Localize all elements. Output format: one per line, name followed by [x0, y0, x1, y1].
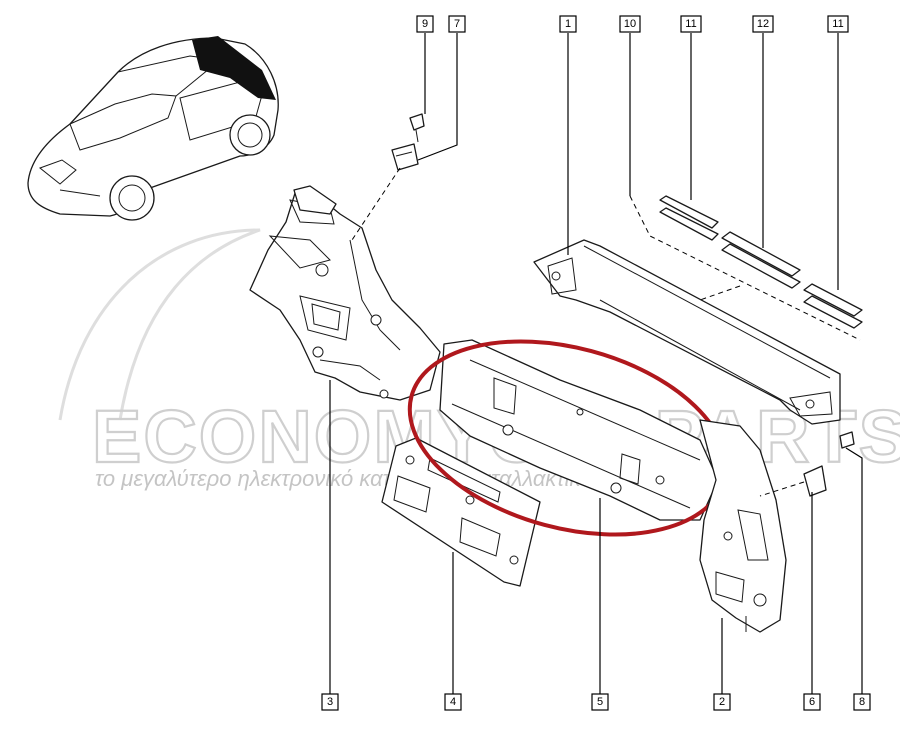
callout-11-left: 11: [680, 15, 702, 33]
strip-10: [659, 195, 719, 241]
leader-lines: [329, 33, 863, 694]
callout-5: 5: [591, 693, 609, 711]
callout-3-label: 3: [327, 696, 333, 708]
callout-4-label: 4: [450, 696, 456, 708]
dash-6: [759, 481, 805, 497]
callout-6-label: 6: [809, 696, 815, 708]
callout-1: 1: [559, 15, 577, 33]
bracket-7: [391, 143, 419, 171]
callout-9: 9: [416, 15, 434, 33]
callout-11-right-label: 11: [832, 18, 843, 30]
car-illustration: [27, 36, 279, 221]
callout-2: 2: [713, 693, 731, 711]
callout-10: 10: [619, 15, 641, 33]
dash-crossmember: [699, 285, 741, 301]
dash-strips: [629, 195, 861, 341]
callout-10-label: 10: [624, 18, 636, 30]
bolt-9: [409, 113, 425, 143]
callout-5-label: 5: [597, 696, 603, 708]
callout-11-right: 11: [827, 15, 849, 33]
callout-12: 12: [752, 15, 774, 33]
rear-panel-lower: [381, 437, 541, 587]
bracket-6: [803, 465, 827, 497]
watermark-swoosh: [58, 228, 261, 421]
callout-7: 7: [448, 15, 466, 33]
right-side-panel: [699, 419, 787, 633]
upper-crossmember: [533, 239, 841, 425]
callout-7-label: 7: [454, 18, 460, 30]
callout-3: 3: [321, 693, 339, 711]
watermark-tagline: το μεγαλύτερο ηλεκτρονικό κατάστημα αντα…: [95, 466, 608, 491]
callout-9-label: 9: [422, 18, 428, 30]
callout-12-label: 12: [757, 18, 769, 30]
left-side-panel: [249, 185, 441, 401]
callout-8-label: 8: [859, 696, 865, 708]
strip-12: [721, 231, 801, 289]
callout-6: 6: [803, 693, 821, 711]
dash-7: [351, 167, 401, 241]
strip-11: [803, 283, 863, 329]
rear-panel-center: [439, 339, 719, 521]
callout-4: 4: [444, 693, 462, 711]
callout-11-left-label: 11: [685, 18, 696, 30]
callout-8: 8: [853, 693, 871, 711]
callout-1-label: 1: [565, 18, 571, 30]
callout-2-label: 2: [719, 696, 725, 708]
bolt-8: [839, 431, 855, 449]
